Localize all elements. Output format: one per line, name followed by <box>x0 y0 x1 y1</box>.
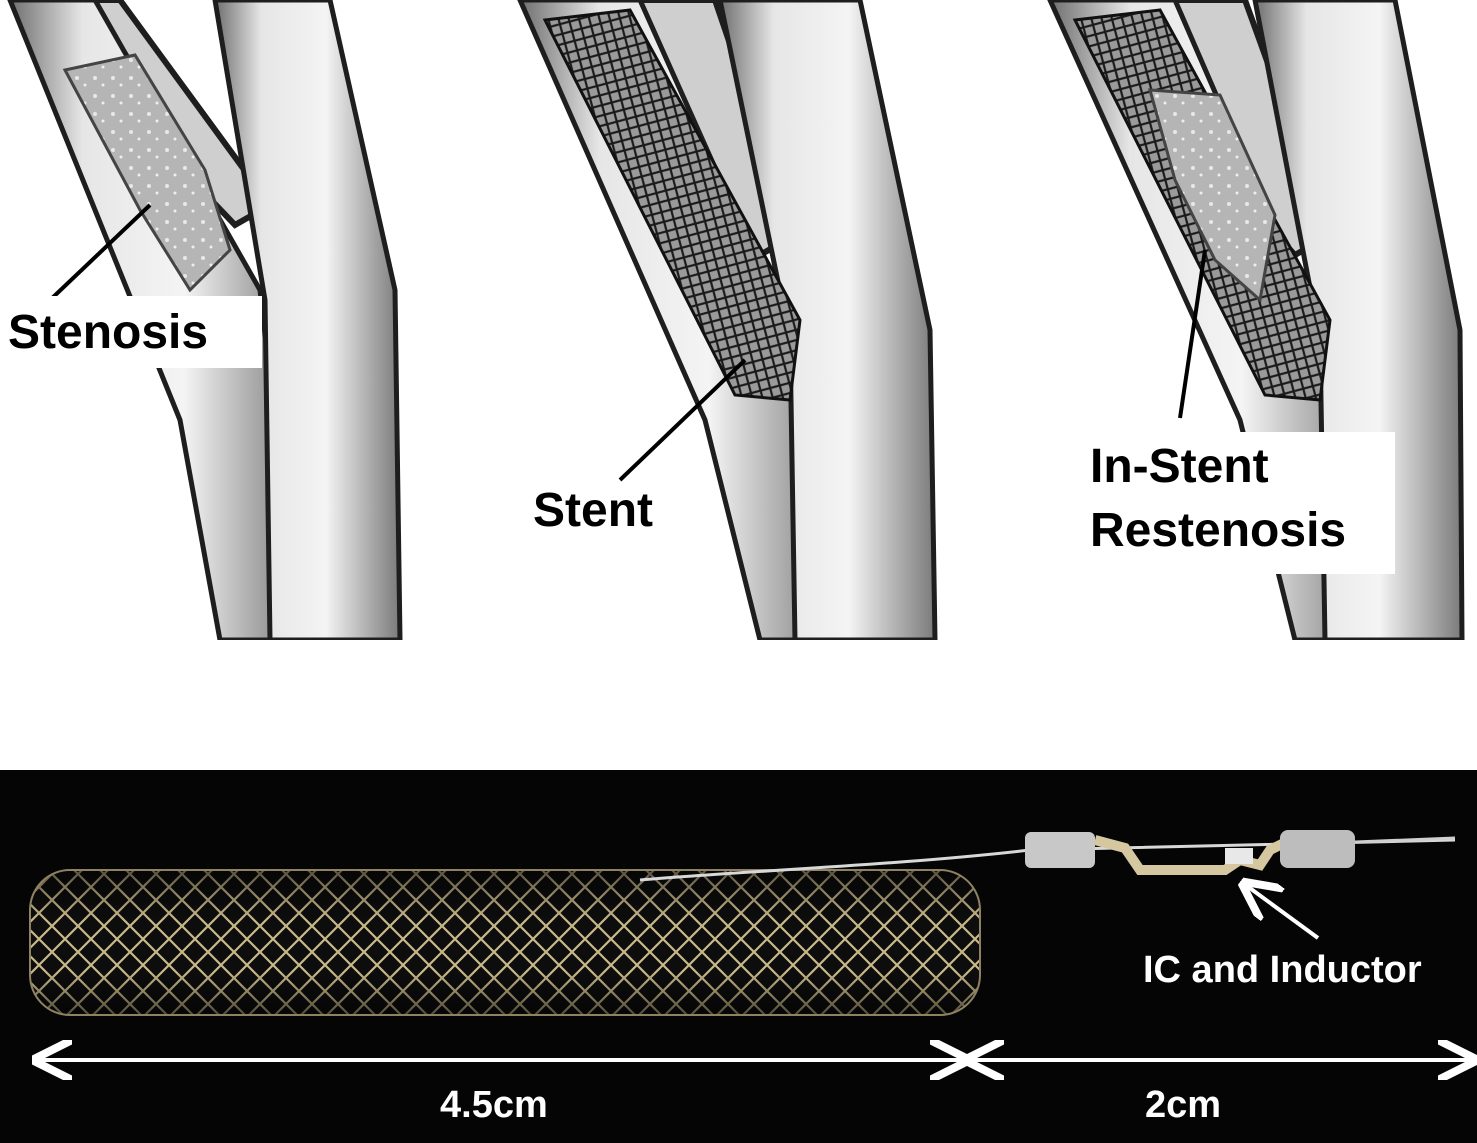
diagram-stenosis: Stenosis <box>0 0 403 640</box>
ic-module <box>1025 830 1456 875</box>
stenosis-leader-line <box>46 203 152 304</box>
stent-leader-line <box>618 358 747 482</box>
stenosis-label-bg <box>0 296 262 368</box>
stent-length-label: 4.5cm <box>440 1084 548 1126</box>
vessel-diagrams-panel: Stenosis Stent In-Stent Restenosis <box>0 0 1465 640</box>
vessel-diagrams-svg: Stenosis Stent In-Stent Restenosis <box>0 0 1465 640</box>
restenosis-label-line2: Restenosis <box>1090 504 1346 557</box>
restenosis-label-bg <box>1085 432 1395 574</box>
ic-inductor-label: IC and Inductor <box>1143 949 1422 991</box>
restenosis-leader-line <box>1178 249 1207 419</box>
plaque <box>62 53 232 293</box>
stenosis-label: Stenosis <box>8 306 208 359</box>
device-length-label: 2cm <box>1145 1084 1221 1126</box>
vessel-body <box>517 0 838 640</box>
vessel-trunk <box>212 0 403 640</box>
diagram-restenosis: In-Stent Restenosis <box>1047 0 1465 640</box>
restenosis-label-line1: In-Stent <box>1090 440 1269 493</box>
stent-label: Stent <box>533 484 653 537</box>
stent-mesh <box>542 8 802 402</box>
stent-photo-svg: IC and Inductor 4.5cm 2cm <box>0 770 1477 1143</box>
stent-photo-panel: IC and Inductor 4.5cm 2cm <box>0 770 1477 1143</box>
braided-stent <box>29 869 981 1016</box>
diagram-stent: Stent <box>517 0 938 640</box>
restenosis-plaque <box>1147 88 1277 303</box>
ic-pointer-arrow <box>1247 886 1320 940</box>
guide-wire <box>639 838 1456 882</box>
